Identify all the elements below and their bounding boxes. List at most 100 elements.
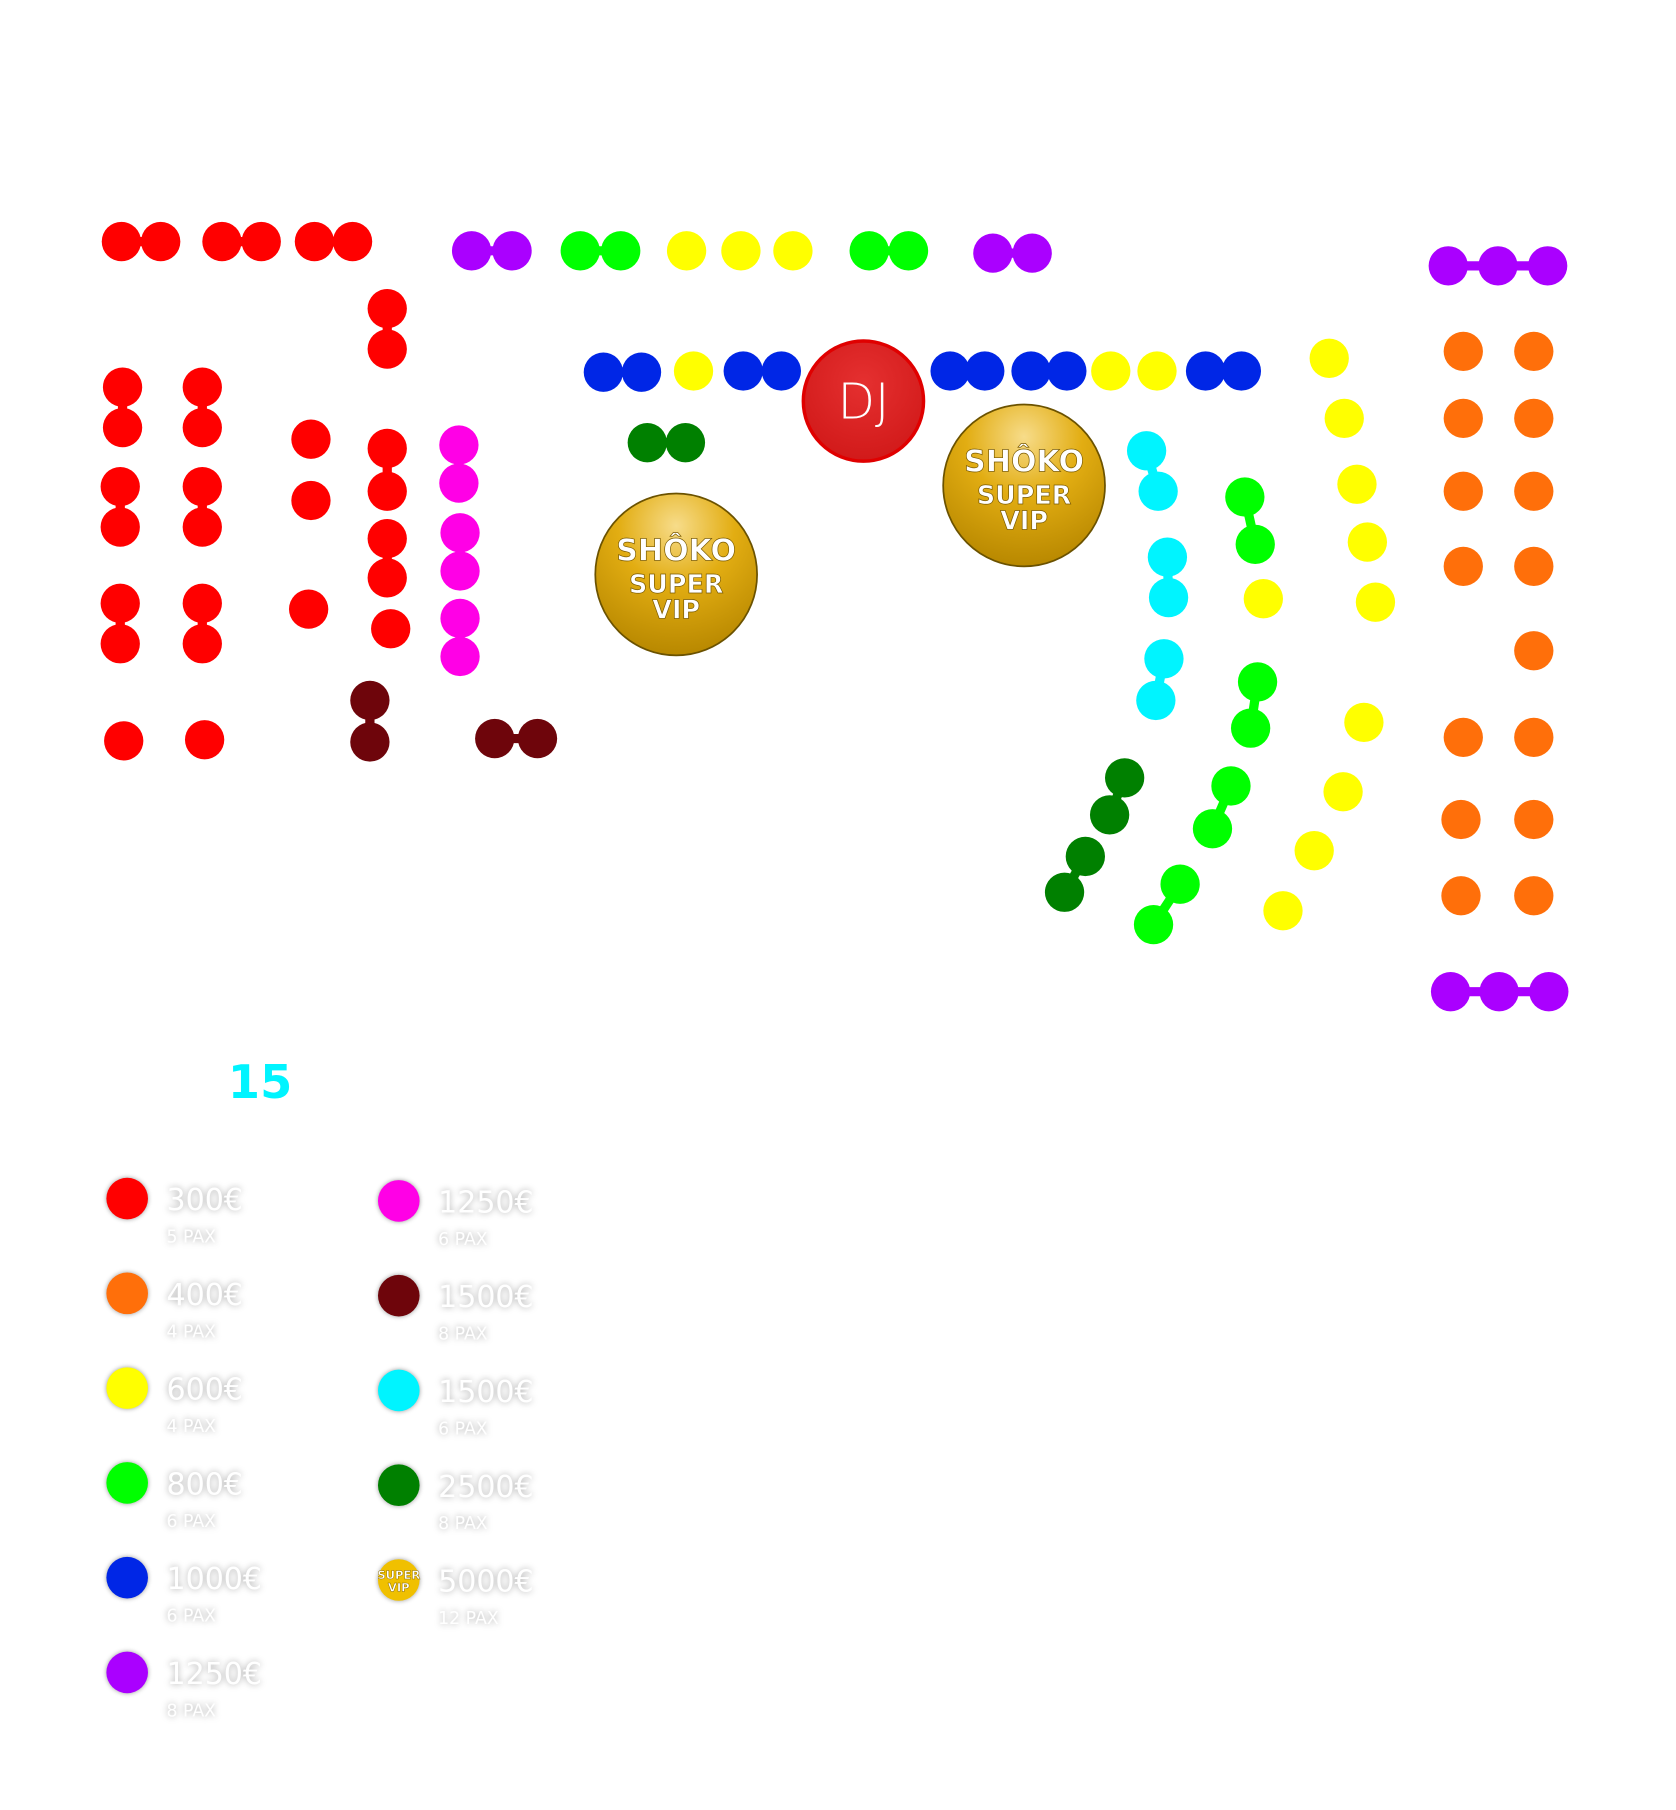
table-red[interactable] [102, 367, 143, 448]
table-darkgreen[interactable] [1044, 836, 1105, 912]
table-blue[interactable] [1185, 351, 1262, 391]
table-red[interactable] [184, 720, 225, 760]
table-red[interactable] [101, 221, 181, 262]
table-darkgreen[interactable] [627, 423, 706, 463]
table-orange[interactable] [1514, 398, 1554, 439]
table-orange[interactable] [1514, 631, 1554, 671]
table-orange[interactable] [1443, 546, 1483, 586]
table-yellow[interactable] [773, 231, 813, 271]
table-orange[interactable] [1514, 799, 1554, 840]
table-red[interactable] [202, 221, 281, 262]
seat-dot [773, 231, 813, 271]
table-orange[interactable] [1514, 331, 1554, 372]
table-yellow[interactable] [666, 231, 707, 271]
table-red[interactable] [291, 419, 331, 459]
seat-dot [1137, 351, 1177, 391]
table-magenta[interactable] [440, 598, 480, 677]
table-yellow[interactable] [1347, 522, 1388, 562]
table-cyan[interactable] [1136, 639, 1184, 721]
table-yellow[interactable] [1091, 351, 1131, 391]
legend-item-orange: 400€4 PAX [106, 1272, 243, 1342]
seat-dot [1443, 331, 1483, 372]
table-orange[interactable] [1443, 471, 1483, 511]
table-yellow[interactable] [1355, 582, 1396, 622]
legend-item-blue: 1000€6 PAX [106, 1556, 262, 1627]
table-magenta[interactable] [440, 513, 480, 591]
seat-dot [1428, 246, 1468, 286]
table-red[interactable] [291, 480, 331, 521]
seat-dot [101, 221, 142, 262]
seat-dot [1514, 398, 1554, 439]
table-green[interactable] [849, 231, 929, 271]
table-red[interactable] [288, 589, 329, 629]
table-orange[interactable] [1441, 876, 1481, 916]
seat-dot [1478, 246, 1518, 286]
table-yellow[interactable] [1344, 702, 1384, 743]
table-orange[interactable] [1443, 331, 1483, 372]
table-blue[interactable] [583, 352, 662, 392]
table-darkgreen[interactable] [1089, 758, 1145, 835]
table-purple[interactable] [451, 231, 532, 271]
table-maroon[interactable] [350, 680, 390, 762]
table-blue[interactable] [930, 351, 1005, 391]
table-green[interactable] [1192, 766, 1251, 849]
table-red[interactable] [367, 428, 407, 511]
table-purple[interactable] [1430, 972, 1569, 1012]
table-yellow[interactable] [1323, 772, 1363, 812]
table-red[interactable] [367, 518, 407, 598]
table-cyan[interactable] [1126, 431, 1178, 511]
table-red[interactable] [182, 583, 222, 664]
table-red[interactable] [100, 466, 140, 547]
table-orange[interactable] [1443, 717, 1483, 758]
table-orange[interactable] [1443, 398, 1483, 439]
seat-dot [1443, 546, 1483, 586]
seat-dot [367, 518, 407, 559]
table-yellow[interactable] [1243, 579, 1283, 619]
table-green[interactable] [1225, 477, 1275, 565]
seat-dot [451, 231, 492, 271]
seat-dot [100, 466, 140, 507]
table-green[interactable] [560, 231, 641, 271]
table-green[interactable] [1230, 662, 1278, 748]
seat-dot [1337, 464, 1377, 504]
table-orange[interactable] [1514, 471, 1554, 511]
table-magenta[interactable] [439, 425, 479, 503]
seat-dot [1230, 708, 1271, 748]
table-red[interactable] [294, 221, 373, 262]
table-blue[interactable] [1011, 351, 1087, 391]
table-maroon[interactable] [475, 718, 558, 759]
seat-dot [1529, 972, 1569, 1012]
table-yellow[interactable] [1294, 831, 1334, 871]
table-orange[interactable] [1514, 546, 1554, 586]
seat-dot [291, 419, 331, 459]
table-red[interactable] [371, 609, 411, 649]
table-red[interactable] [104, 721, 144, 761]
table-orange[interactable] [1514, 717, 1554, 758]
table-cyan[interactable] [1147, 537, 1189, 618]
table-green[interactable] [1133, 864, 1200, 945]
table-orange[interactable] [1441, 799, 1481, 840]
legend-item-maroon: 1500€8 PAX [377, 1274, 534, 1345]
seat-dot [1091, 351, 1131, 391]
table-blue[interactable] [723, 351, 802, 391]
seat-dot [1192, 809, 1233, 849]
table-purple[interactable] [1428, 246, 1568, 286]
table-yellow[interactable] [673, 351, 714, 391]
vip-icon-text: SUPER [377, 1568, 420, 1582]
table-yellow[interactable] [1337, 464, 1377, 504]
seat-dot [721, 231, 761, 271]
table-red[interactable] [182, 367, 222, 448]
table-yellow[interactable] [721, 231, 761, 271]
vip-disc [942, 403, 1106, 568]
table-yellow[interactable] [1309, 338, 1349, 378]
table-orange[interactable] [1514, 876, 1554, 916]
table-yellow[interactable] [1263, 891, 1303, 931]
table-red[interactable] [182, 466, 222, 547]
table-purple[interactable] [973, 233, 1052, 273]
table-yellow[interactable] [1137, 351, 1177, 391]
table-yellow[interactable] [1324, 398, 1364, 439]
table-red[interactable] [367, 288, 407, 369]
table-red[interactable] [100, 583, 140, 664]
